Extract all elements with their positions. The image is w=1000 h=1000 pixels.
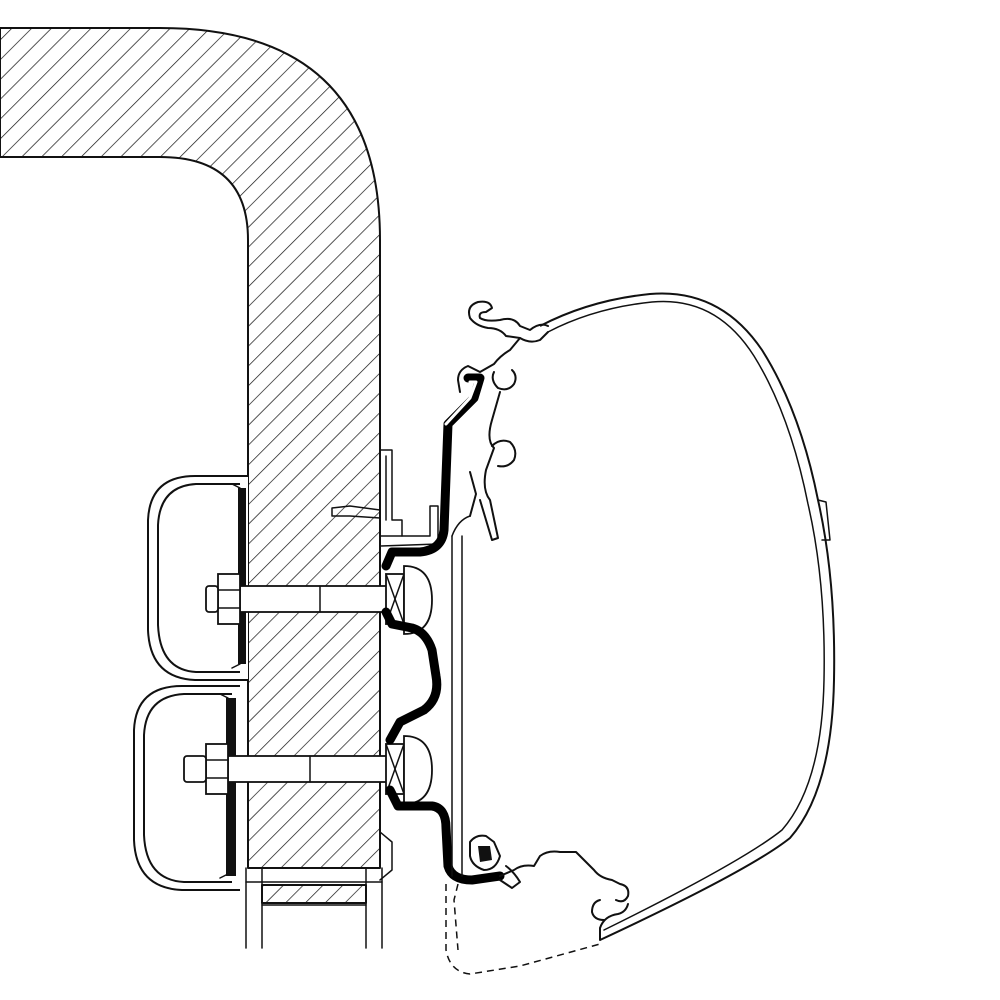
vehicle-rail-section xyxy=(0,27,381,869)
lower-channel-profile xyxy=(245,831,393,949)
bolt-upper xyxy=(205,565,433,635)
mounting-bracket-lower xyxy=(133,685,240,891)
mounting-bracket-upper xyxy=(147,475,248,681)
adapter-profile xyxy=(381,373,505,885)
dashed-alternate-outline xyxy=(445,884,601,975)
awning-cassette xyxy=(539,292,836,941)
bolt-lower xyxy=(183,735,433,805)
front-rail xyxy=(451,300,630,941)
dashed-alternate-inner xyxy=(453,883,459,951)
rail-clip xyxy=(331,449,439,547)
